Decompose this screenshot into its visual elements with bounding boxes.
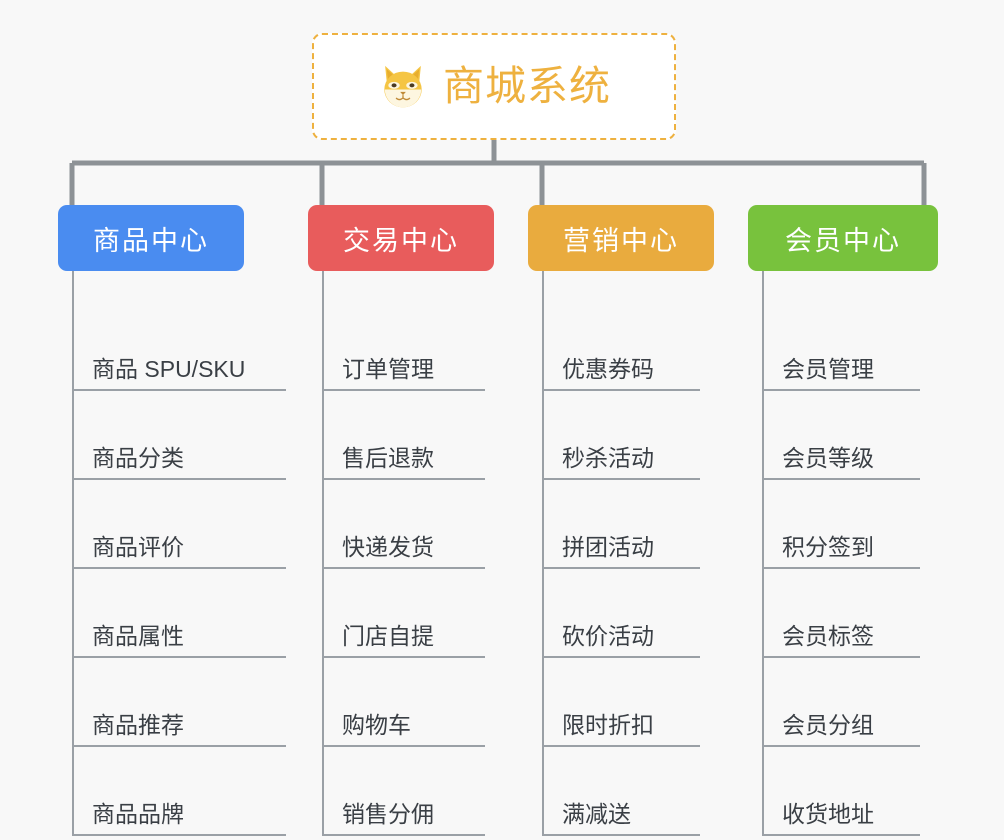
- leaf-item[interactable]: 拼团活动: [528, 480, 748, 569]
- leaf-item-label: 满减送: [562, 800, 631, 827]
- leaf-item[interactable]: 商品属性: [58, 569, 286, 658]
- category-header[interactable]: 会员中心: [748, 205, 938, 271]
- leaf-item[interactable]: 购物车: [308, 658, 528, 747]
- leaf-item-underline: [322, 478, 485, 480]
- leaf-item[interactable]: 订单管理: [308, 302, 528, 391]
- leaf-item[interactable]: 快递发货: [308, 480, 528, 569]
- leaf-item[interactable]: 秒杀活动: [528, 391, 748, 480]
- category-column: 会员中心会员管理会员等级积分签到会员标签会员分组收货地址: [748, 205, 968, 836]
- leaf-item-label: 会员等级: [782, 444, 874, 471]
- leaf-list: 订单管理售后退款快递发货门店自提购物车销售分佣: [308, 271, 528, 836]
- leaf-item-label: 商品 SPU/SKU: [92, 355, 246, 382]
- leaf-item-underline: [762, 834, 920, 836]
- leaf-item[interactable]: 优惠券码: [528, 302, 748, 391]
- leaf-item-label: 商品评价: [92, 533, 184, 560]
- leaf-item-underline: [762, 389, 920, 391]
- leaf-item-underline: [762, 656, 920, 658]
- leaf-item-label: 限时折扣: [562, 711, 654, 738]
- leaf-item-underline: [542, 745, 700, 747]
- leaf-item-underline: [542, 656, 700, 658]
- leaf-item[interactable]: 商品推荐: [58, 658, 286, 747]
- leaf-item-underline: [542, 834, 700, 836]
- leaf-item[interactable]: 会员管理: [748, 302, 968, 391]
- leaf-item[interactable]: 积分签到: [748, 480, 968, 569]
- category-column: 交易中心订单管理售后退款快递发货门店自提购物车销售分佣: [308, 205, 528, 836]
- leaf-item-label: 销售分佣: [342, 800, 434, 827]
- leaf-list: 商品 SPU/SKU 商品分类商品评价商品属性商品推荐商品品牌: [58, 271, 286, 836]
- leaf-item[interactable]: 商品品牌: [58, 747, 286, 836]
- leaf-item[interactable]: 砍价活动: [528, 569, 748, 658]
- shiba-inu-icon: [377, 61, 429, 113]
- category-column: 商品中心商品 SPU/SKU 商品分类商品评价商品属性商品推荐商品品牌: [58, 205, 286, 836]
- leaf-item-label: 会员标签: [782, 622, 874, 649]
- leaf-item-label: 门店自提: [342, 622, 434, 649]
- branch-spine: [72, 271, 74, 836]
- leaf-item[interactable]: 商品分类: [58, 391, 286, 480]
- leaf-item[interactable]: 售后退款: [308, 391, 528, 480]
- leaf-item[interactable]: 收货地址: [748, 747, 968, 836]
- branch-spine: [542, 271, 544, 836]
- leaf-item-underline: [322, 389, 485, 391]
- leaf-item-label: 优惠券码: [562, 355, 654, 382]
- leaf-item[interactable]: 限时折扣: [528, 658, 748, 747]
- leaf-item[interactable]: 满减送: [528, 747, 748, 836]
- leaf-item-underline: [542, 478, 700, 480]
- leaf-item-underline: [542, 567, 700, 569]
- root-node[interactable]: 商城系统: [312, 33, 676, 140]
- branch-spine: [762, 271, 764, 836]
- leaf-item-underline: [322, 745, 485, 747]
- leaf-item-label: 商品品牌: [92, 800, 184, 827]
- category-header[interactable]: 商品中心: [58, 205, 244, 271]
- leaf-list: 优惠券码秒杀活动拼团活动砍价活动限时折扣满减送: [528, 271, 748, 836]
- leaf-item-label: 商品属性: [92, 622, 184, 649]
- leaf-item[interactable]: 会员分组: [748, 658, 968, 747]
- leaf-item-underline: [72, 745, 286, 747]
- leaf-item-label: 商品分类: [92, 444, 184, 471]
- leaf-item-label: 商品推荐: [92, 711, 184, 738]
- leaf-item-label: 砍价活动: [562, 622, 654, 649]
- leaf-item-label: 会员分组: [782, 711, 874, 738]
- leaf-item-underline: [322, 656, 485, 658]
- leaf-item[interactable]: 商品 SPU/SKU: [58, 302, 286, 391]
- leaf-item-underline: [72, 478, 286, 480]
- branch-spine: [322, 271, 324, 836]
- leaf-item-label: 秒杀活动: [562, 444, 654, 471]
- leaf-item-label: 收货地址: [782, 800, 874, 827]
- leaf-item-underline: [72, 567, 286, 569]
- leaf-item-label: 拼团活动: [562, 533, 654, 560]
- leaf-item-underline: [762, 745, 920, 747]
- leaf-item-label: 会员管理: [782, 355, 874, 382]
- leaf-item-underline: [762, 567, 920, 569]
- leaf-item[interactable]: 销售分佣: [308, 747, 528, 836]
- leaf-item-underline: [322, 834, 485, 836]
- leaf-item[interactable]: 会员等级: [748, 391, 968, 480]
- leaf-item-underline: [72, 389, 286, 391]
- leaf-item-underline: [72, 656, 286, 658]
- category-header[interactable]: 交易中心: [308, 205, 494, 271]
- leaf-item-underline: [72, 834, 286, 836]
- leaf-item-underline: [762, 478, 920, 480]
- root-title: 商城系统: [443, 63, 611, 109]
- leaf-item[interactable]: 会员标签: [748, 569, 968, 658]
- leaf-item-label: 订单管理: [342, 355, 434, 382]
- leaf-item-underline: [322, 567, 485, 569]
- leaf-item-underline: [542, 389, 700, 391]
- leaf-item-label: 购物车: [342, 711, 411, 738]
- leaf-list: 会员管理会员等级积分签到会员标签会员分组收货地址: [748, 271, 968, 836]
- leaf-item[interactable]: 商品评价: [58, 480, 286, 569]
- leaf-item-label: 售后退款: [342, 444, 434, 471]
- leaf-item-label: 积分签到: [782, 533, 874, 560]
- leaf-item[interactable]: 门店自提: [308, 569, 528, 658]
- category-column: 营销中心优惠券码秒杀活动拼团活动砍价活动限时折扣满减送: [528, 205, 748, 836]
- category-header[interactable]: 营销中心: [528, 205, 714, 271]
- leaf-item-label: 快递发货: [342, 533, 434, 560]
